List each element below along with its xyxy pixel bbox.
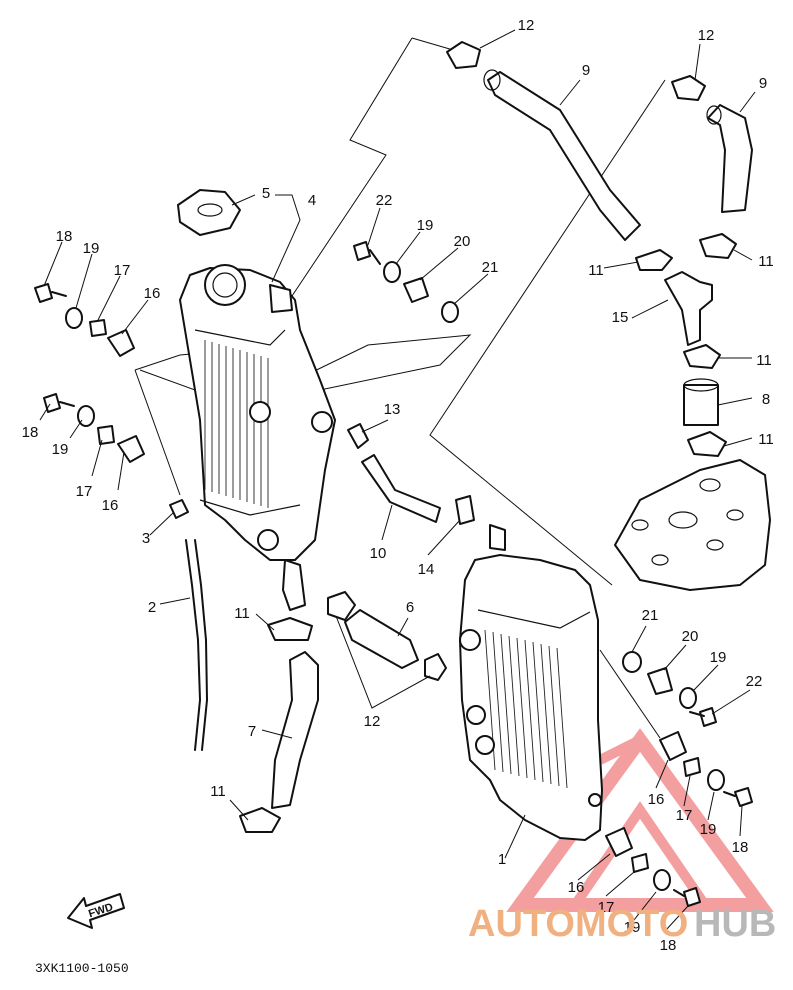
callout-14: 14 [418,561,435,578]
callout-18-bottom: 18 [660,937,677,954]
right-radiator [459,524,603,841]
watermark: AUTOMOTO HUB [468,903,776,945]
clamps [169,41,737,833]
callout-16-mid-left: 16 [102,497,119,514]
callout-13: 13 [384,401,401,418]
watermark-text-main: AUTOMOTO [468,903,688,945]
cylinder-head [614,459,771,591]
callout-19-top: 19 [417,217,434,234]
callout-22-top: 22 [376,192,393,209]
callout-numbers: 12 9 12 9 5 4 22 19 20 21 18 19 17 16 11… [22,17,774,954]
callout-18-mid-left: 18 [22,424,39,441]
callout-7: 7 [248,723,256,740]
watermark-text-hub: HUB [694,903,776,945]
callout-9-top: 9 [582,62,590,79]
left-radiator [179,264,336,611]
callout-16-upper-left: 16 [144,285,161,302]
callout-4: 4 [308,192,316,209]
callout-17-right: 17 [676,807,693,824]
callout-19-right: 19 [710,649,727,666]
callout-19-right-lower: 19 [700,821,717,838]
callout-18-upper-left: 18 [56,228,73,245]
callout-12-top: 12 [518,17,535,34]
left-radiator-core-hatch [204,340,269,508]
diagram-code: 3XK1100-1050 [35,961,129,976]
callout-22-right: 22 [746,673,763,690]
callout-11-right-a: 11 [588,262,604,279]
callout-21-right: 21 [642,607,659,624]
callout-11-right-c: 11 [756,352,772,369]
callout-20-top: 20 [454,233,471,250]
callout-16-bottom: 16 [568,879,585,896]
fwd-arrow: FWD [67,893,125,929]
callout-5: 5 [262,185,270,202]
callout-12-bottom: 12 [364,713,381,730]
callout-6: 6 [406,599,414,616]
callout-19-mid-left: 19 [52,441,69,458]
callout-9-top-right: 9 [759,75,767,92]
callout-20-right: 20 [682,628,699,645]
callout-2: 2 [148,599,156,616]
callout-21-top: 21 [482,259,499,276]
callout-12-top-right: 12 [698,27,715,44]
fasteners [34,241,753,907]
hoses [185,69,753,809]
callout-18-right: 18 [732,839,749,856]
callout-11-right-d: 11 [758,431,774,448]
callout-15: 15 [612,309,629,326]
callout-3: 3 [142,530,150,547]
callout-11-right-b: 11 [758,253,774,270]
callout-17-upper-left: 17 [114,262,131,279]
callout-11-left-bottom: 11 [210,783,226,800]
callout-19-upper-left: 19 [83,240,100,257]
callout-leaders [39,29,756,931]
callout-19-bottom: 19 [624,919,641,936]
callout-17-mid-left: 17 [76,483,93,500]
callout-16-right: 16 [648,791,665,808]
callout-11-left-mid: 11 [234,605,250,622]
callout-10: 10 [370,545,387,562]
radiator-cap [177,189,241,236]
callout-8: 8 [762,391,770,408]
callout-1: 1 [498,851,506,868]
callout-17-bottom: 17 [598,899,615,916]
